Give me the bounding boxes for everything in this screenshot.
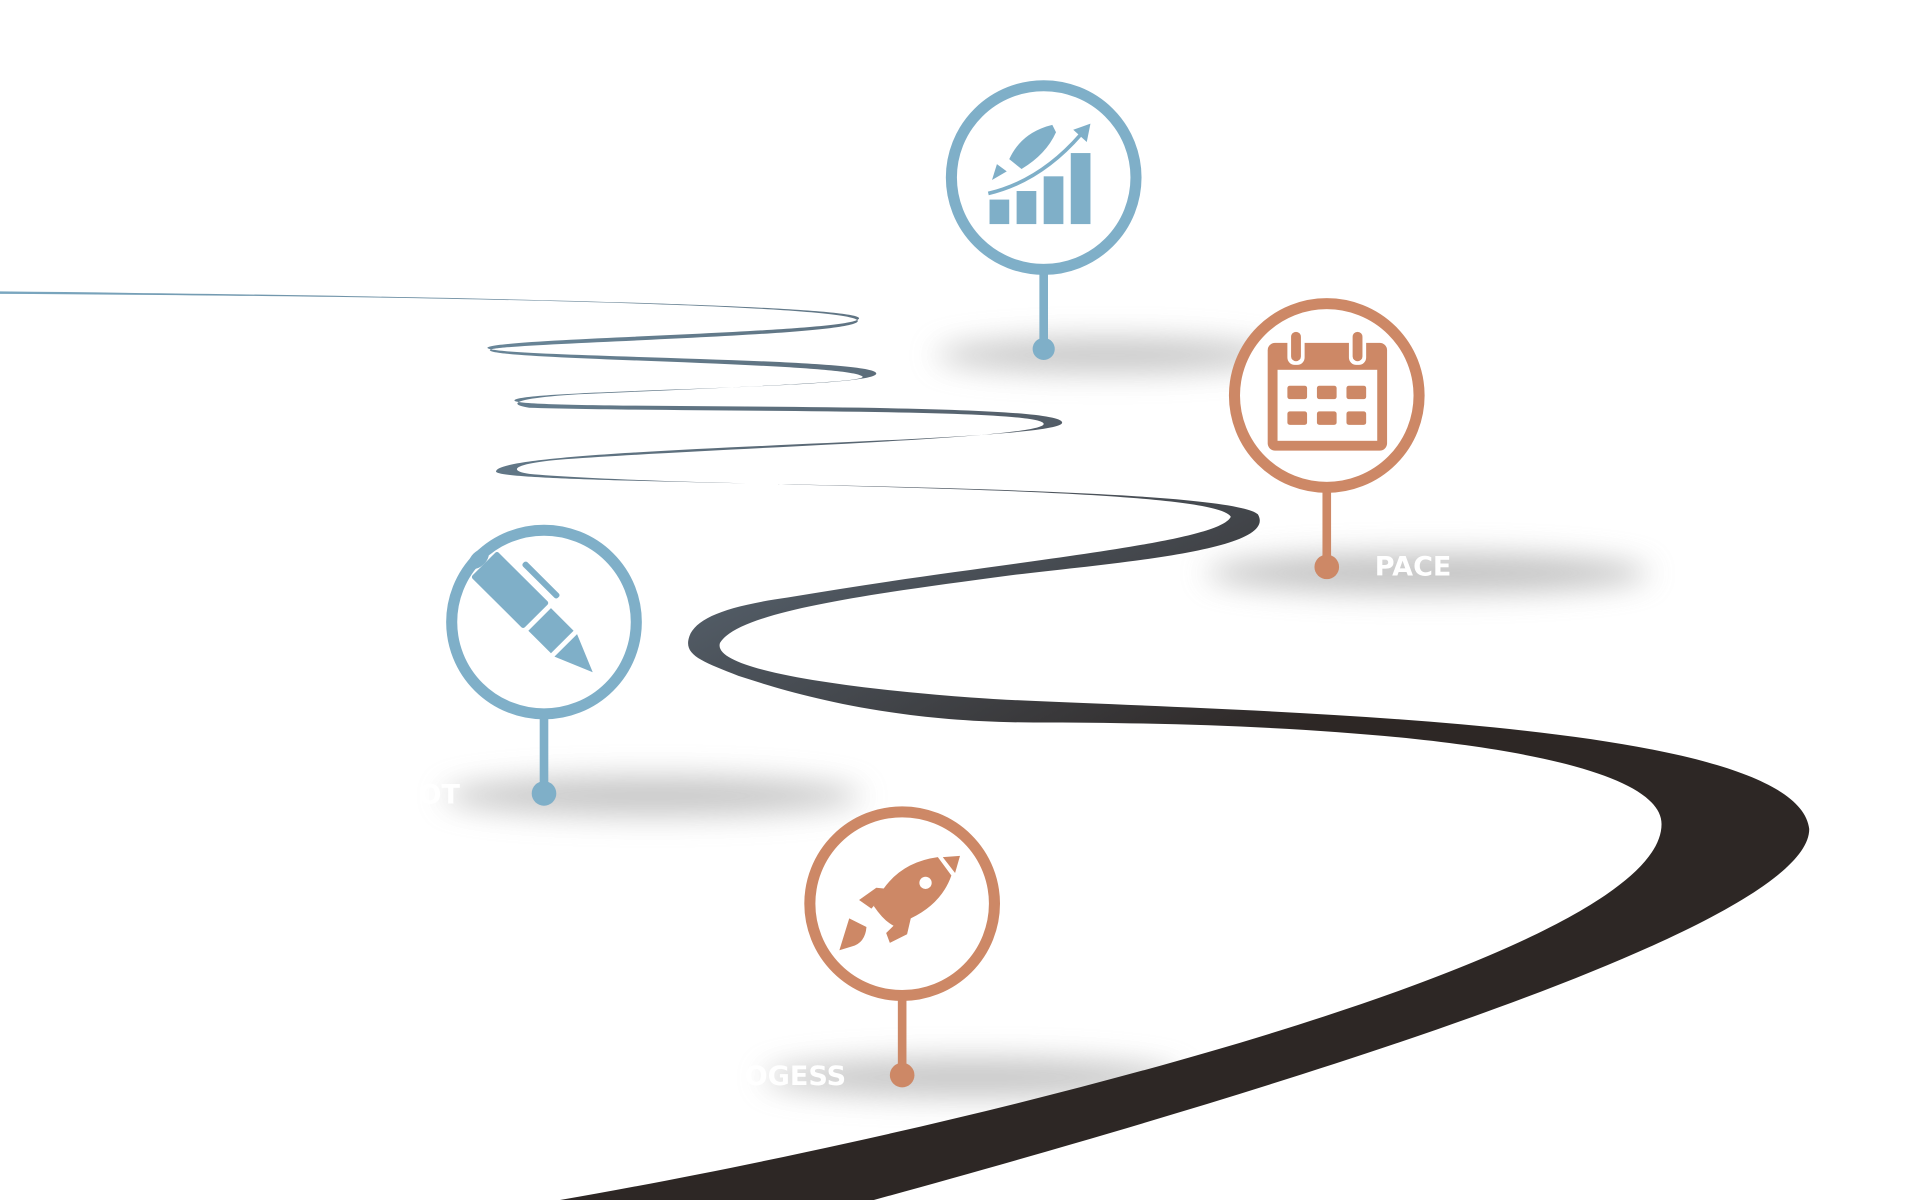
pin-shadow <box>763 1057 1182 1098</box>
pin-shadow <box>935 337 1280 373</box>
milestone-pin-pen: OT <box>418 524 642 810</box>
milestone-label: OT <box>418 779 460 810</box>
calendar-icon <box>1267 328 1388 451</box>
rocket-icon <box>839 855 960 951</box>
pin-shadow <box>443 776 862 816</box>
milestone-pin-growth <box>945 80 1142 360</box>
milestone-pin-rocket: OGESS <box>745 806 1000 1092</box>
milestone-pin-calendar: PACE <box>1228 298 1452 583</box>
rocket-growth-chart-icon <box>987 123 1091 225</box>
milestone-label: PACE <box>1375 552 1452 583</box>
milestone-label: OGESS <box>745 1061 847 1092</box>
